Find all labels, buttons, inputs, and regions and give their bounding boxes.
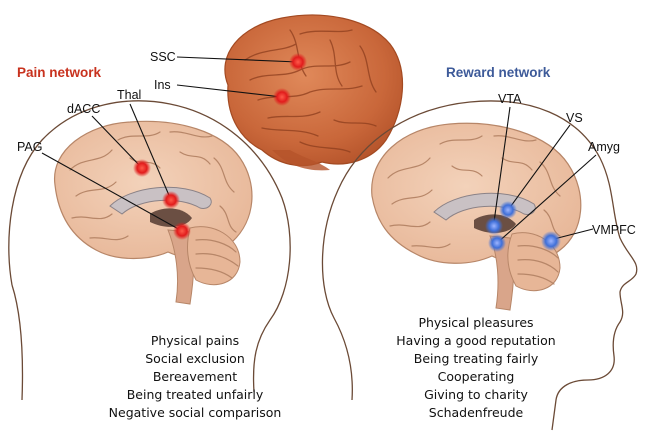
reward-list: Physical pleasures Having a good reputat… xyxy=(396,315,555,420)
pain-list-item: Social exclusion xyxy=(145,351,245,366)
lateral-brain xyxy=(224,14,404,171)
region-label-pag: PAG xyxy=(17,140,42,154)
pain-list-item: Negative social comparison xyxy=(109,405,282,420)
pain-network-title: Pain network xyxy=(17,65,102,80)
amyg-dot xyxy=(488,234,506,252)
right-brain xyxy=(371,122,582,311)
pain-list-item: Bereavement xyxy=(153,369,237,384)
region-label-ssc: SSC xyxy=(150,50,176,64)
right-head xyxy=(321,100,638,431)
vmpfc-dot xyxy=(541,231,561,251)
pain-list-item: Being treated unfairly xyxy=(127,387,264,402)
region-label-vs: VS xyxy=(566,111,583,125)
region-label-ins: Ins xyxy=(154,78,171,92)
left-brain xyxy=(54,120,253,305)
reward-list-item: Physical pleasures xyxy=(418,315,533,330)
region-label-thal: Thal xyxy=(117,88,141,102)
dacc-dot xyxy=(133,159,151,177)
reward-list-item: Giving to charity xyxy=(424,387,528,402)
reward-list-item: Cooperating xyxy=(438,369,515,384)
region-label-vta: VTA xyxy=(498,92,522,106)
ssc-dot xyxy=(289,53,307,71)
reward-network-title: Reward network xyxy=(446,65,551,80)
region-label-dacc: dACC xyxy=(67,102,100,116)
reward-activation-dots xyxy=(485,201,561,252)
reward-list-item: Being treating fairly xyxy=(414,351,539,366)
ins-dot xyxy=(273,88,291,106)
region-label-amyg: Amyg xyxy=(588,140,620,154)
left-head xyxy=(8,100,291,401)
vta-dot xyxy=(485,217,503,235)
reward-list-item: Schadenfreude xyxy=(429,405,524,420)
pain-activation-dots xyxy=(133,53,307,240)
reward-list-item: Having a good reputation xyxy=(396,333,555,348)
pain-list: Physical pains Social exclusion Bereavem… xyxy=(109,333,282,420)
vs-dot xyxy=(499,201,517,219)
region-label-vmpfc: VMPFC xyxy=(592,223,636,237)
thal-dot xyxy=(162,191,180,209)
pain-list-item: Physical pains xyxy=(151,333,239,348)
pag-dot xyxy=(173,222,191,240)
leader-lines xyxy=(41,56,597,244)
